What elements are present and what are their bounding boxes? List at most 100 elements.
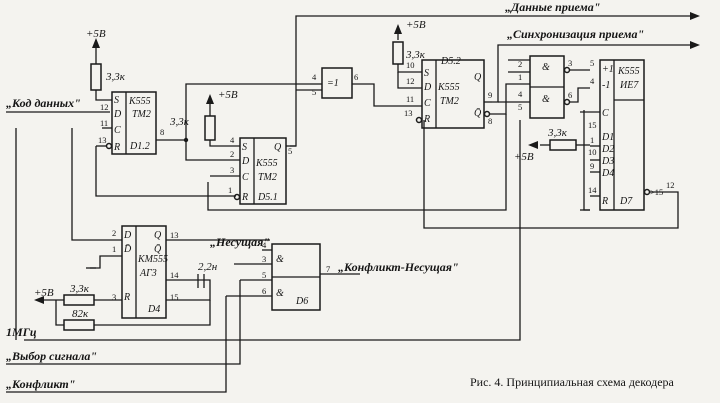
plus5-label-3: +5В [406,19,426,31]
d4-pin-r: R [123,292,130,303]
signal-carrier: „Несущая" [210,235,270,249]
d12-n12: 12 [100,102,109,112]
gate-and-pair [508,55,590,119]
d52-pin-c: C [424,98,431,109]
wire-to-xor-4 [185,83,310,140]
pullup-d51 [204,94,240,147]
wire-code-to-d4 [71,128,122,241]
d7-n1: 1 [590,135,594,145]
and-symbol-2: & [542,94,550,105]
d52-n11: 11 [406,94,414,104]
d52-n10: 10 [406,60,415,70]
d7-pin-d1: D1 [601,132,614,143]
d4-pin-dn: D̄ [123,243,132,255]
plus5-label-4: +5В [514,151,534,163]
signal-conflict-carrier: „Конфликт-Несущая" [338,260,459,274]
figure-caption: Рис. 4. Принципиальная схема декодера [470,375,675,389]
d4-n15: 15 [170,292,179,302]
wire-conflict [6,296,227,393]
wire-to-d51-d [185,140,240,161]
d7-model: ИЕ7 [619,80,639,91]
d7-pin-c: C [602,108,609,119]
xor-n6: 6 [354,72,358,82]
d4-pin-d: D [123,230,132,241]
d52-pin-d: D [423,82,432,93]
plus5-label-5: +5В [34,287,54,299]
resistor-d7 [528,139,590,151]
d7-type: К555 [617,66,640,77]
d51-n2: 2 [230,149,234,159]
d12-n8: 8 [160,127,164,137]
d52-pin-s: S [424,68,429,79]
chip-d4 [121,225,167,319]
d7-n10: 10 [588,147,597,157]
pullup-d52 [392,24,422,89]
plus5-label-2: +5В [218,89,238,101]
signal-1mhz: 1МГц [6,325,37,339]
d52-n8: 8 [488,116,492,126]
wire-reset-bus [207,114,507,211]
capacitor-label: 2,2н [198,261,218,273]
d6-name: D6 [295,296,308,307]
d51-model: ТМ2 [258,172,277,183]
d7-name: D7 [619,196,633,207]
d51-n5: 5 [288,146,292,156]
and-n1: 1 [518,72,522,82]
d51-n3: 3 [230,165,234,175]
pullup-d12 [90,38,112,101]
d52-pin-q: Q [474,72,482,83]
resistor-label-4: 3,3к [547,127,568,139]
xor-n4: 4 [312,72,317,82]
d7-pin-d4: D4 [601,168,614,179]
chip-d7 [599,59,651,211]
d12-n11: 11 [100,118,108,128]
d6-sym-1: & [276,254,284,265]
d4-type: КМ555 [137,254,168,265]
d6-n4: 4 [262,240,267,250]
resistor-label-1: 3,3к [105,71,126,83]
d7-pin-d2: D2 [601,144,614,155]
d52-n12: 12 [406,76,415,86]
d51-type: К555 [255,158,278,169]
plus5-label-1: +5В [86,28,106,40]
d51-n4: 4 [230,135,235,145]
chip-d5-2 [415,59,491,129]
d7-n15: 15 [588,120,597,130]
d12-n13: 13 [98,135,107,145]
d7-n4: 4 [590,76,595,86]
d4-n14: 14 [170,270,179,280]
d4-timing [34,294,211,331]
d7-pin-d3: D3 [601,156,614,167]
d7-n14: 14 [588,185,597,195]
d6-n7: 7 [326,264,330,274]
d4-n2: 2 [112,228,116,238]
resistor-label-5: 3,3к [69,283,90,295]
d4-name: D4 [147,304,160,315]
d7-n12: 12 [666,180,675,190]
d52-n9: 9 [488,90,492,100]
and-n3: 3 [568,58,572,68]
d52-pin-r: R [423,114,430,125]
d4-n1: 1 [112,244,116,254]
d4-n3: 3 [112,292,116,302]
wire-d4-cap [166,279,211,301]
d51-pin-d: D [241,156,250,167]
signal-select: „Выбор сигнала" [6,349,97,363]
d51-pin-s: S [242,142,247,153]
wire-select [6,280,241,365]
d12-name: D1.2 [129,141,150,152]
d7-n5: 5 [590,58,594,68]
d12-pin-c: C [114,125,121,136]
wire-1mhz [24,120,521,341]
d12-pin-s: S [114,95,119,106]
and-n5: 5 [518,102,522,112]
d7-pin-r: R [601,196,608,207]
signal-code-data: „Код данных" [6,96,81,110]
d51-pin-r: R [241,192,248,203]
resistor-label-6: 82к [72,308,89,320]
d6-n3: 3 [262,254,266,264]
gate-xor [296,67,422,107]
output-bus-sync [492,41,700,103]
d4-pin-q: Q [154,230,162,241]
